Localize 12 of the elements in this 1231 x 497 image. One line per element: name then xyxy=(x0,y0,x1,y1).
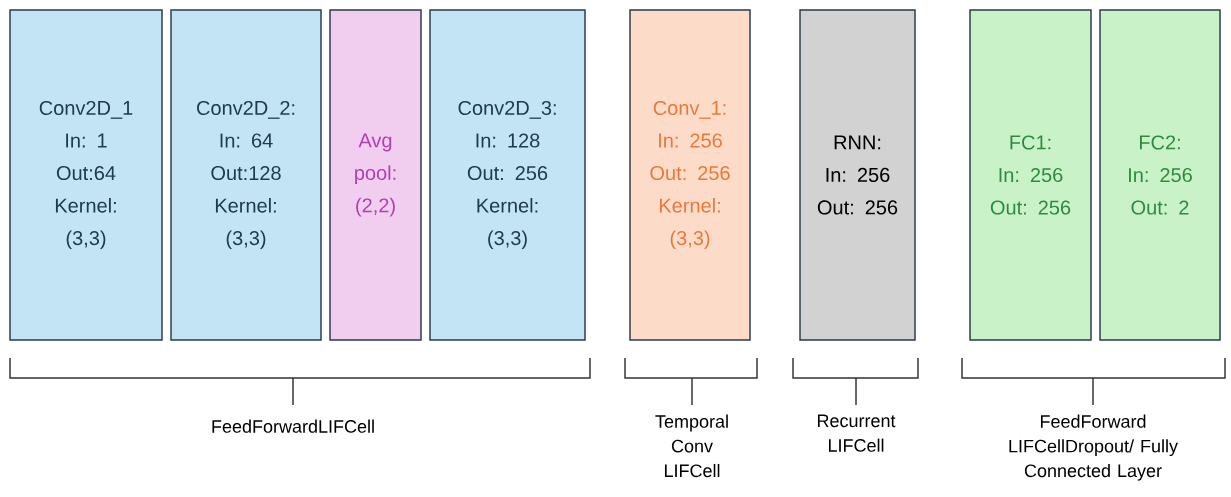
group-label: FeedForward LIFCellDropout/ Fully Connected Layer xyxy=(1009,414,1178,481)
layer-box: Conv2D_1 In: 1 Out:64 Kernel: (3,3) xyxy=(9,9,163,341)
group-label: Temporal Conv LIFCell xyxy=(655,414,728,478)
layer-box: RNN: In: 256 Out: 256 xyxy=(799,9,916,341)
layer-box: FC1: In: 256 Out: 256 xyxy=(969,9,1092,341)
layer-box: Conv_1: In: 256 Out: 256 Kernel: (3,3) xyxy=(629,9,751,341)
layer-box: Conv2D_2: In: 64 Out:128 Kernel: (3,3) xyxy=(170,9,322,341)
layer-box: Conv2D_3: In: 128 Out: 256 Kernel: (3,3) xyxy=(429,9,586,341)
layer-box: Avg pool: (2,2) xyxy=(329,9,422,341)
group-label: Recurrent LIFCell xyxy=(818,414,896,452)
group-label: FeedForwardLIFCell xyxy=(212,419,374,433)
layer-box: FC2: In: 256 Out: 2 xyxy=(1099,9,1221,341)
